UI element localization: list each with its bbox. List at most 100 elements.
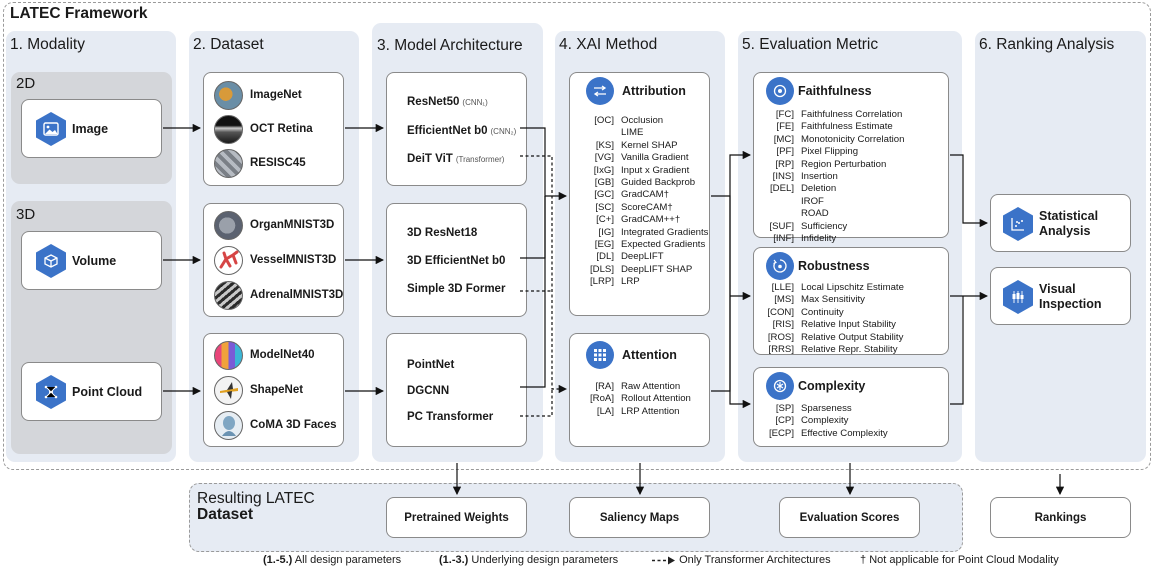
- metric-abbr: [MS]: [774, 294, 794, 306]
- arrow-model-3d-to-xai: [520, 196, 546, 259]
- dataset-name: OrganMNIST3D: [250, 219, 335, 231]
- dataset-name: VesselMNIST3D: [250, 254, 337, 266]
- metric-row: [LLE]Local Lipschitz Estimate: [752, 282, 904, 294]
- model-2d-card: ResNet50(CNN₁) EfficientNet b0(CNN₂) Dei…: [386, 72, 527, 186]
- ranking-heading: 6. Ranking Analysis: [979, 36, 1115, 53]
- modality-image-card: Image: [21, 99, 162, 158]
- metric-abbr: [CON]: [767, 306, 794, 318]
- metric-name: Faithfulness Estimate: [801, 121, 893, 133]
- model-tag: (CNN₁): [462, 98, 488, 107]
- dagger-mark: †: [860, 554, 867, 566]
- robustness-title: Robustness: [798, 259, 870, 273]
- modelnet40-thumbnail: [214, 340, 243, 370]
- legend-all-params: (1.-5.) All design parameters: [263, 554, 401, 566]
- attention-card: Attention [RA]Raw Attention [RoA]Rollout…: [569, 333, 710, 447]
- robustness-card: Robustness [LLE]Local Lipschitz Estimate…: [753, 247, 949, 355]
- metric-name: Insertion: [801, 171, 838, 183]
- metric-name: Relative Repr. Stability: [801, 344, 898, 356]
- visual-inspection-card: Visual Inspection: [990, 267, 1131, 325]
- method-name: LRP: [621, 276, 640, 288]
- eval-heading: 5. Evaluation Metric: [742, 36, 879, 53]
- metric-row: [MC]Monotonicity Correlation: [752, 133, 905, 146]
- metric-row: [FC]Faithfulness Correlation: [752, 109, 904, 121]
- dataset-row: ModelNet40: [214, 340, 315, 370]
- metric-row: ROAD: [752, 208, 904, 220]
- legend-not-applicable: † Not applicable for Point Cloud Modalit…: [860, 554, 1059, 566]
- method-abbr: [OC]: [594, 115, 614, 126]
- method-abbr: [C+]: [596, 214, 614, 226]
- model-3d-resnet18: 3D ResNet18: [407, 227, 478, 239]
- method-row: [LA]LRP Attention: [576, 406, 691, 418]
- dataset-name: ModelNet40: [250, 349, 315, 361]
- result-title-line1: Resulting LATEC: [197, 490, 315, 507]
- shapenet-thumbnail: [214, 375, 243, 405]
- pretrained-weights-box: Pretrained Weights: [386, 497, 527, 538]
- metric-name: Complexity: [801, 415, 849, 427]
- chart-icon: [1003, 207, 1033, 241]
- dataset-row: OrganMNIST3D: [214, 210, 335, 240]
- modality-volume-card: Volume: [21, 231, 162, 290]
- statistical-analysis-line2: Analysis: [1039, 224, 1091, 238]
- method-name: Expected Gradients: [621, 239, 706, 251]
- legend-all-params-range: (1.-5.): [263, 554, 293, 566]
- method-row: [EG]Expected Gradients: [576, 239, 708, 251]
- metric-name: Monotonicity Correlation: [801, 133, 905, 145]
- metric-row: [SUF] Sufficiency: [752, 221, 904, 233]
- method-abbr: [LRP]: [590, 276, 614, 288]
- method-abbr: [DL]: [596, 251, 614, 263]
- metric-row: [RP]Region Perturbation: [752, 159, 904, 171]
- modality-pointcloud-label: Point Cloud: [72, 385, 143, 399]
- dataset-2d-card: ImageNet OCT Retina RESISC45: [203, 72, 344, 186]
- adrenalmnist3d-thumbnail: [214, 280, 243, 310]
- model-heading: 3. Model Architecture: [377, 37, 523, 54]
- metric-abbr: [FC]: [775, 109, 794, 120]
- dashed-arrow-deit-to-attention: [520, 155, 568, 394]
- complexity-list: [SP]Sparseness [CP]Complexity [ECP]Effec…: [752, 403, 888, 440]
- dataset-name: RESISC45: [250, 157, 306, 169]
- model-3d-card: 3D ResNet18 3D EfficientNet b0 Simple 3D…: [386, 203, 527, 317]
- model-3d-efficientnet-b0: 3D EfficientNet b0: [407, 255, 506, 267]
- method-abbr: [GC]: [594, 189, 614, 201]
- method-name: Raw Attention: [621, 381, 681, 392]
- method-name: LRP Attention: [621, 405, 680, 417]
- dataset-row: ImageNet: [214, 80, 302, 110]
- metric-abbr: [LLE]: [771, 282, 794, 293]
- model-simple-3d-former: Simple 3D Former: [407, 283, 506, 295]
- method-row: [KS]Kernel SHAP: [576, 140, 708, 152]
- legend-underlying-params-range: (1.-3.): [439, 554, 469, 566]
- metric-row: [FE]Faithfulness Estimate: [752, 121, 904, 133]
- faithfulness-title: Faithfulness: [798, 84, 872, 98]
- metric-abbr: [RIS]: [772, 319, 794, 331]
- attention-list: [RA]Raw Attention [RoA]Rollout Attention…: [576, 381, 691, 418]
- method-name: GradCAM++†: [621, 214, 681, 226]
- method-name: Input x Gradient: [621, 164, 690, 176]
- metric-name: Sufficiency: [801, 220, 848, 232]
- dataset-3d-card: OrganMNIST3D VesselMNIST3D AdrenalMNIST3…: [203, 203, 344, 317]
- model-dgcnn: DGCNN: [407, 385, 450, 397]
- metric-row: [ECP]Effective Complexity: [752, 428, 888, 440]
- dashed-arrow-icon: [652, 556, 675, 565]
- metric-row: [INS]Insertion: [752, 171, 904, 183]
- metric-abbr: [SUF]: [769, 220, 794, 232]
- framework-title: LATEC Framework: [10, 5, 148, 22]
- dataset-name: AdrenalMNIST3D: [250, 289, 344, 301]
- attribution-card: Attribution [OC]Occlusion LIME [KS]Kerne…: [569, 72, 710, 316]
- dataset-heading: 2. Dataset: [193, 36, 264, 53]
- method-row: [LRP] LRP: [576, 276, 708, 288]
- method-name: ScoreCAM†: [621, 201, 673, 213]
- metric-row: [CON]Continuity: [752, 307, 904, 319]
- metric-row: [INF]Infidelity: [752, 233, 904, 245]
- coma-3d-faces-thumbnail: [214, 410, 243, 440]
- arrow-faithfulness-to-ranking: [950, 154, 989, 228]
- metric-name: IROF: [801, 195, 824, 207]
- legend-all-params-text: All design parameters: [294, 554, 402, 566]
- metric-row: [MS]Max Sensitivity: [752, 294, 904, 306]
- legend-transformer-text: Only Transformer Architectures: [679, 554, 831, 566]
- metric-row: [ROS]Relative Output Stability: [752, 332, 904, 344]
- method-abbr: [IG]: [598, 226, 614, 238]
- metric-name: Sparseness: [801, 403, 852, 414]
- legend-transformer: Only Transformer Architectures: [652, 554, 831, 566]
- statistical-analysis-card: Statistical Analysis: [990, 194, 1131, 252]
- model-name: ResNet50: [407, 96, 460, 108]
- model-tag: (CNN₂): [490, 127, 517, 136]
